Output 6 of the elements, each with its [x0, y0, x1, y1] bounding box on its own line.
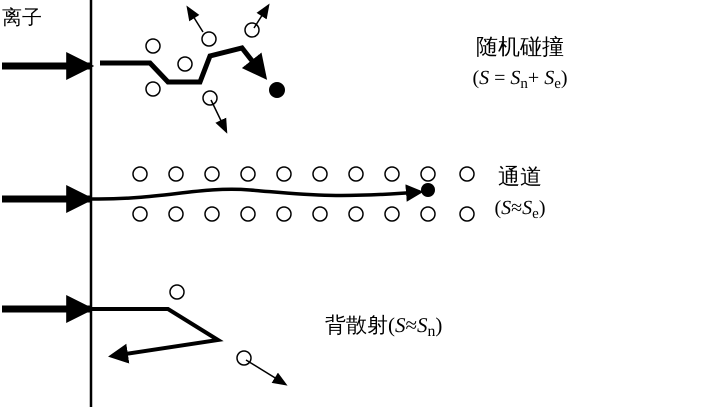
text-label: 离子	[2, 6, 43, 31]
text-label: (S≈S$_{e}$)	[494, 196, 546, 221]
text-label: (S = S$_{n}$+ S$_{e}$)	[471, 66, 569, 91]
text-label: 通道	[497, 163, 543, 190]
text-label: 背散射(S≈S$_{n}$)	[325, 312, 444, 338]
text-label: 随机碰撞	[475, 33, 565, 60]
